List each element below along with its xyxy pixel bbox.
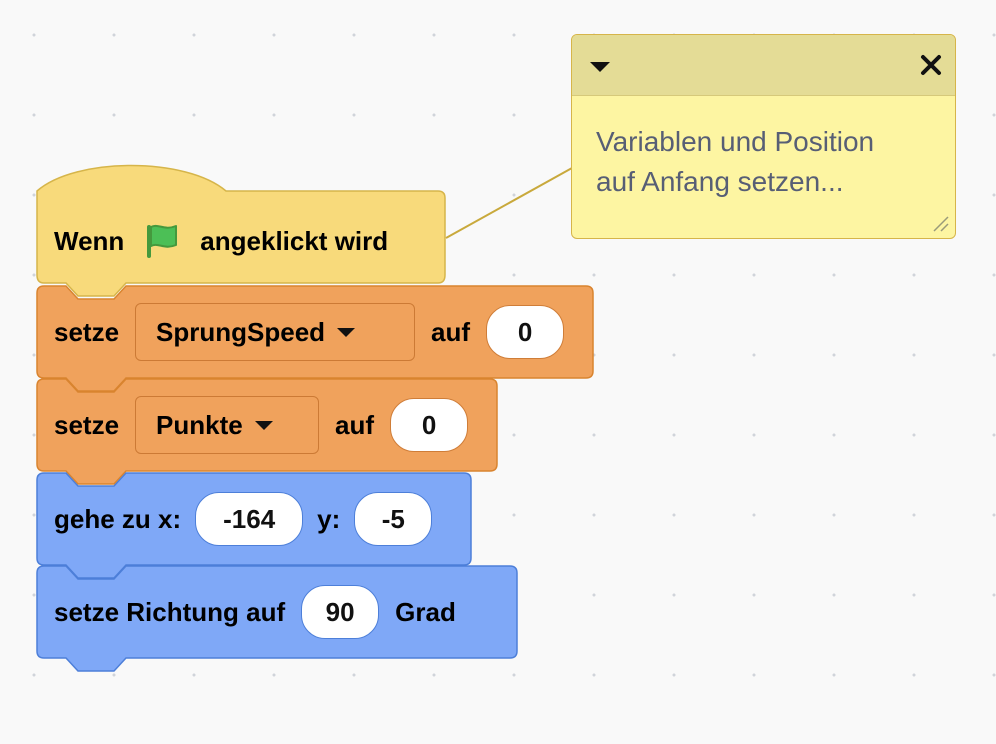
comment-line-1: Variablen und Position	[596, 126, 875, 157]
variable-name: Punkte	[156, 409, 243, 440]
resize-handle-icon[interactable]	[931, 214, 949, 232]
clicked-label: angeklickt wird	[200, 225, 389, 256]
y-label: y:	[317, 503, 341, 534]
goto-label: gehe zu x:	[54, 503, 182, 534]
set-label: setze	[54, 316, 120, 347]
close-icon[interactable]	[919, 53, 943, 77]
to-label: auf	[335, 409, 375, 440]
direction-label: setze Richtung auf	[54, 596, 286, 627]
when-flag-clicked-block[interactable]: Wenn angeklickt wird	[36, 163, 446, 298]
green-flag-icon	[142, 221, 182, 261]
comment-line-2: auf Anfang setzen...	[596, 166, 844, 197]
degree-label: Grad	[395, 596, 456, 627]
variable-dropdown[interactable]: SprungSpeed	[135, 303, 416, 361]
point-in-direction-block[interactable]: setze Richtung auf 90 Grad	[36, 565, 518, 672]
direction-input[interactable]: 90	[301, 585, 380, 639]
hat-block-shape	[36, 164, 446, 297]
comment-header[interactable]	[572, 35, 955, 96]
set-variable-block-1[interactable]: setze SprungSpeed auf 0	[36, 285, 594, 392]
dropdown-arrow-icon	[254, 420, 273, 430]
value-input[interactable]: 0	[390, 398, 469, 452]
collapse-arrow-icon[interactable]	[590, 62, 610, 72]
variable-name: SprungSpeed	[156, 316, 326, 347]
comment-text[interactable]: Variablen und Position auf Anfang setzen…	[572, 96, 955, 228]
to-label: auf	[431, 316, 471, 347]
direction-block-shape	[36, 565, 518, 672]
set-variable-block-2[interactable]: setze Punkte auf 0	[36, 378, 498, 485]
variable-dropdown[interactable]: Punkte	[135, 396, 320, 454]
go-to-xy-block[interactable]: gehe zu x: -164 y: -5	[36, 472, 472, 579]
value-input[interactable]: 0	[486, 305, 565, 359]
set-label: setze	[54, 409, 120, 440]
y-input[interactable]: -5	[354, 492, 433, 546]
dropdown-arrow-icon	[337, 327, 356, 337]
comment-note[interactable]: Variablen und Position auf Anfang setzen…	[571, 34, 956, 239]
x-input[interactable]: -164	[195, 492, 304, 546]
when-label: Wenn	[54, 225, 125, 256]
